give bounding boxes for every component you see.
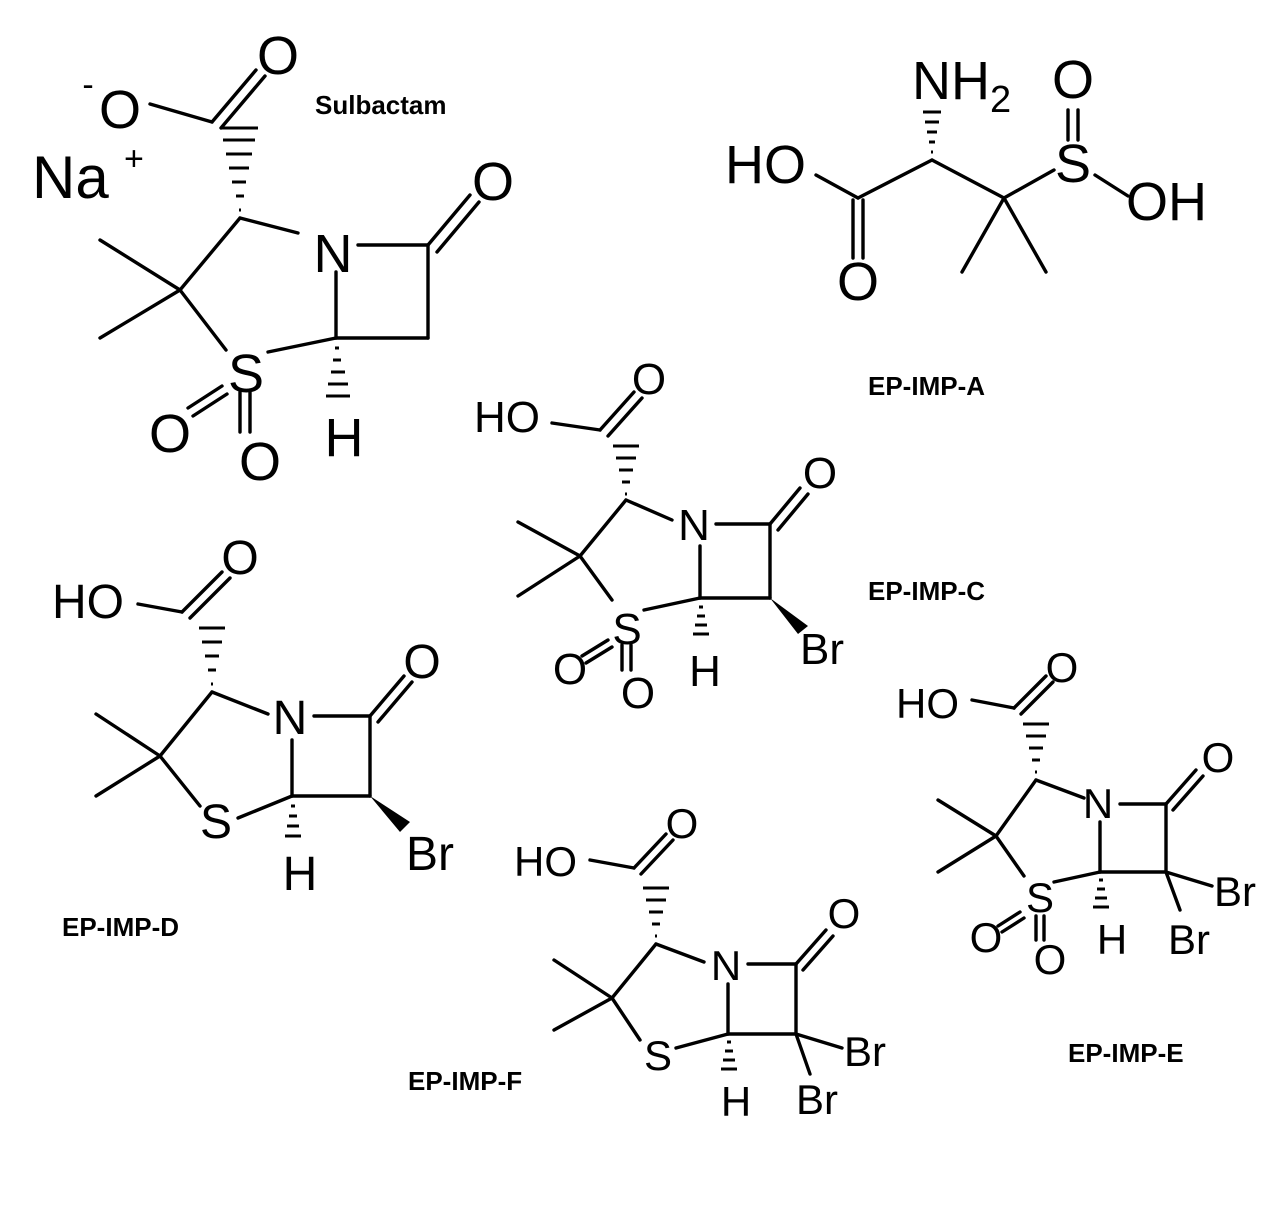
atom-label: N [678,501,710,550]
atom-label: O [1034,936,1067,983]
atom-label: HO [52,576,124,629]
atom-label: N [1083,780,1113,827]
ep-imp-c-structure: HO O N O S O O H Br EP-IMP-C [474,355,985,718]
atom-label: NH [912,51,990,111]
atom-label: HO [474,393,540,442]
charge-sign: - [82,66,93,104]
atom-label: H [689,647,721,696]
atom-label: O [239,432,281,492]
atom-label: O [1052,50,1094,110]
atom-label: N [711,942,741,989]
atom-label: Na [32,144,109,211]
atom-label: Br [796,1076,838,1123]
caption-sulbactam: Sulbactam [315,90,447,120]
atom-label: O [1046,644,1079,691]
atom-label: S [1055,134,1091,194]
atom-label: HO [725,135,806,195]
atom-label: O [666,800,699,847]
atom-label: Br [406,828,454,881]
atom-label: O [837,252,879,312]
atom-label: O [632,355,666,404]
atom-label: Br [1214,868,1256,915]
atom-label: H [721,1078,751,1125]
atom-label: H [283,848,318,901]
atom-label: O [472,152,514,212]
ep-imp-f-structure: HO O N O S H Br Br EP-IMP-F [408,800,886,1125]
charge-sign: + [124,140,144,178]
atom-label: N [273,692,308,745]
atom-label: H [325,408,364,468]
atom-label: S [228,344,264,404]
caption-ep-imp-e: EP-IMP-E [1068,1038,1184,1068]
atom-label: O [803,449,837,498]
atom-label: H [1097,916,1127,963]
atom-label: O [621,669,655,718]
atom-subscript: 2 [990,79,1011,121]
caption-ep-imp-d: EP-IMP-D [62,912,179,942]
atom-label: HO [514,838,577,885]
atom-label: O [221,532,258,585]
atom-label: Br [1168,916,1210,963]
atom-label: S [612,605,641,654]
atom-label: O [257,26,299,86]
atom-label: OH [1126,172,1207,232]
atom-label: S [200,796,232,849]
atom-label: S [1026,874,1054,921]
caption-ep-imp-c: EP-IMP-C [868,576,985,606]
atom-label: Br [800,625,844,674]
sulbactam-structure: O - O Na + N O S O O H Sulbactam [32,26,514,492]
atom-label: O [1202,734,1235,781]
atom-label: O [149,404,191,464]
caption-ep-imp-a: EP-IMP-A [868,371,985,401]
atom-label: O [828,890,861,937]
atom-label: O [99,80,141,140]
atom-label: O [403,636,440,689]
atom-label: N [314,224,353,284]
atom-label: O [553,645,587,694]
atom-label: O [970,914,1003,961]
ep-imp-a-structure: NH 2 O S HO OH O EP-IMP-A [725,50,1207,401]
caption-ep-imp-f: EP-IMP-F [408,1066,522,1096]
ep-imp-e-structure: HO O N O S O O H Br Br EP-IMP-E [896,644,1256,1068]
atom-label: Br [844,1028,886,1075]
atom-label: S [644,1032,672,1079]
ep-imp-d-structure: HO O N O S H Br EP-IMP-D [52,532,454,942]
atom-label: HO [896,680,959,727]
